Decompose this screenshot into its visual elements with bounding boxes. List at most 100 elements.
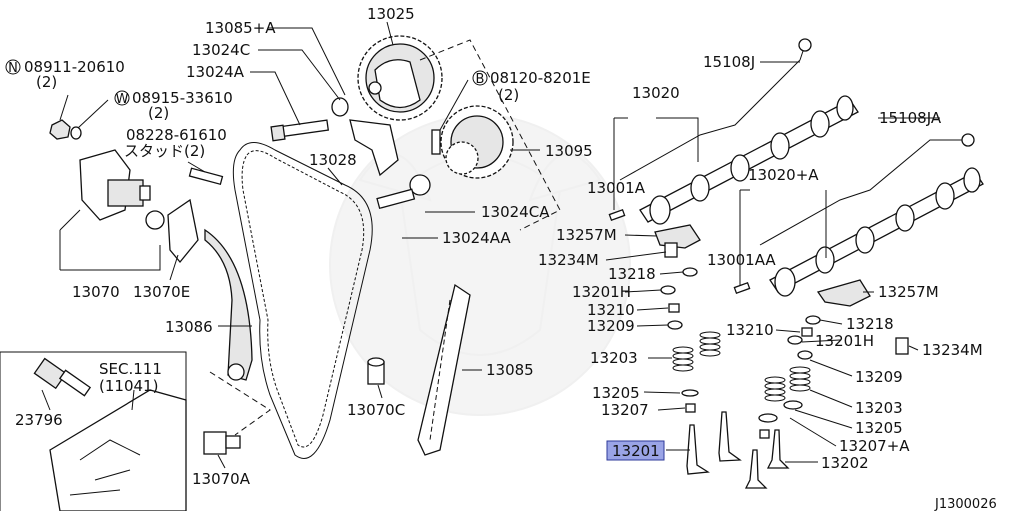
label-13024C[interactable]: 13024C bbox=[192, 41, 250, 59]
cam-sprocket-13095[interactable] bbox=[440, 105, 514, 179]
label-08915[interactable]: 08915-33610 bbox=[132, 89, 233, 107]
slack-guide-13086[interactable] bbox=[204, 228, 253, 381]
label-13218-b[interactable]: 13218 bbox=[846, 315, 894, 333]
retainer-13218-a[interactable] bbox=[682, 267, 698, 277]
label-13209-b[interactable]: 13209 bbox=[855, 368, 903, 386]
label-08911[interactable]: 08911-20610 bbox=[24, 58, 125, 76]
valve-13201-b[interactable] bbox=[718, 411, 742, 462]
seal-13207A[interactable] bbox=[759, 429, 770, 439]
label-23796[interactable]: 23796 bbox=[15, 411, 63, 429]
dowel-13001A[interactable] bbox=[608, 208, 626, 222]
stud-08228[interactable] bbox=[188, 167, 224, 186]
label-13205-a[interactable]: 13205 bbox=[592, 384, 640, 402]
seat-13210-a[interactable] bbox=[668, 303, 680, 313]
seat-13205-a[interactable] bbox=[681, 389, 699, 397]
label-13028[interactable]: 13028 bbox=[309, 151, 357, 169]
label-13203-a[interactable]: 13203 bbox=[590, 349, 638, 367]
label-15108JA[interactable]: 15108JA bbox=[879, 109, 942, 127]
label-13257M-a[interactable]: 13257M bbox=[556, 226, 617, 244]
label-15108J[interactable]: 15108J bbox=[703, 53, 755, 71]
cotter-13201H-b[interactable] bbox=[787, 335, 803, 345]
oil-tube-15108J[interactable] bbox=[619, 44, 806, 181]
lash-adjuster-13234M-b[interactable] bbox=[895, 337, 909, 355]
chain-guide-upper[interactable] bbox=[349, 119, 399, 177]
washer-13024CA[interactable] bbox=[409, 174, 431, 196]
valve-13202[interactable] bbox=[744, 449, 768, 489]
label-08120[interactable]: 08120-8201E bbox=[490, 69, 591, 87]
label-13001AA[interactable]: 13001AA bbox=[707, 251, 776, 269]
valve-13202-b[interactable] bbox=[766, 429, 790, 469]
label-13257M-b[interactable]: 13257M bbox=[878, 283, 939, 301]
label-13025[interactable]: 13025 bbox=[367, 5, 415, 23]
cam-sprocket-13025[interactable] bbox=[357, 35, 443, 121]
label-13024CA[interactable]: 13024CA bbox=[481, 203, 550, 221]
retainer-13209-a[interactable] bbox=[667, 320, 683, 330]
sprocket-group-outline bbox=[419, 39, 561, 231]
seat-13205-c[interactable] bbox=[783, 400, 803, 410]
washer-08915[interactable] bbox=[70, 126, 82, 140]
label-08228[interactable]: 08228-61610 bbox=[126, 126, 227, 144]
label-13207A[interactable]: 13207+A bbox=[839, 437, 910, 455]
label-13207[interactable]: 13207 bbox=[601, 401, 649, 419]
label-13024A[interactable]: 13024A bbox=[186, 63, 245, 81]
label-sec111[interactable]: SEC.111 bbox=[99, 360, 162, 378]
gasket-13070E[interactable] bbox=[167, 198, 199, 264]
rocker-13257M-b[interactable] bbox=[816, 279, 871, 307]
timing-chain-13028[interactable] bbox=[232, 142, 373, 459]
washer-13024C[interactable] bbox=[331, 97, 349, 117]
spring-13203-a2[interactable] bbox=[699, 331, 721, 357]
leader-lines bbox=[41, 21, 940, 469]
label-13085A[interactable]: 13085+A bbox=[205, 19, 276, 37]
chain-tensioner-13070[interactable] bbox=[79, 149, 151, 221]
camshaft-13020A[interactable] bbox=[769, 167, 984, 297]
o-ring[interactable] bbox=[145, 210, 165, 230]
dowel-13001AA[interactable] bbox=[733, 281, 751, 295]
label-13085[interactable]: 13085 bbox=[486, 361, 534, 379]
valve-train-a bbox=[660, 267, 742, 475]
rocker-13257M-a[interactable] bbox=[654, 224, 701, 249]
label-13201[interactable]: 13201 bbox=[612, 442, 660, 460]
pivot-13070A[interactable] bbox=[203, 431, 241, 455]
valve-13201[interactable] bbox=[686, 424, 710, 475]
label-13070C[interactable]: 13070C bbox=[347, 401, 405, 419]
label-13210-b[interactable]: 13210 bbox=[726, 321, 774, 339]
tension-guide-13085[interactable] bbox=[417, 283, 471, 456]
seal-13207[interactable] bbox=[685, 403, 696, 413]
label-13234M-a[interactable]: 13234M bbox=[538, 251, 599, 269]
label-13234M-b[interactable]: 13234M bbox=[922, 341, 983, 359]
label-13086[interactable]: 13086 bbox=[165, 318, 213, 336]
nut-08911[interactable] bbox=[49, 119, 71, 140]
bolt-13024A[interactable] bbox=[270, 119, 330, 142]
label-13209-a[interactable]: 13209 bbox=[587, 317, 635, 335]
cotter-13201H-a[interactable] bbox=[660, 285, 676, 295]
oil-tube-15108JA[interactable] bbox=[759, 139, 970, 246]
label-13218-a[interactable]: 13218 bbox=[608, 265, 656, 283]
label-13070E[interactable]: 13070E bbox=[133, 283, 190, 301]
label-13202[interactable]: 13202 bbox=[821, 454, 869, 472]
spring-13203-a[interactable] bbox=[672, 346, 694, 372]
pivot-13070C[interactable] bbox=[367, 357, 385, 385]
retainer-13218-b[interactable] bbox=[805, 315, 821, 325]
label-13210-a[interactable]: 13210 bbox=[587, 301, 635, 319]
label-13205-b[interactable]: 13205 bbox=[855, 419, 903, 437]
retainer-13209-b[interactable] bbox=[797, 350, 813, 360]
sensor-23796[interactable] bbox=[33, 357, 92, 397]
label-13024AA[interactable]: 13024AA bbox=[442, 229, 511, 247]
label-13203-b[interactable]: 13203 bbox=[855, 399, 903, 417]
lash-adjuster-13234M-a[interactable] bbox=[664, 242, 678, 258]
svg-text:B: B bbox=[476, 72, 485, 87]
label-13095[interactable]: 13095 bbox=[545, 142, 593, 160]
bolt-13024AA[interactable] bbox=[376, 188, 416, 210]
label-13201H-a[interactable]: 13201H bbox=[572, 283, 631, 301]
bolt-08120[interactable] bbox=[431, 129, 441, 155]
seat-13205-b[interactable] bbox=[758, 413, 778, 423]
label-13070[interactable]: 13070 bbox=[72, 283, 120, 301]
camshaft-13020[interactable] bbox=[639, 95, 859, 225]
label-13001A[interactable]: 13001A bbox=[587, 179, 646, 197]
label-13070A[interactable]: 13070A bbox=[192, 470, 251, 488]
label-13020A[interactable]: 13020+A bbox=[748, 166, 819, 184]
seat-13210-b[interactable] bbox=[801, 327, 813, 337]
spring-13203-b[interactable] bbox=[764, 366, 811, 402]
label-13201H-b[interactable]: 13201H bbox=[815, 332, 874, 350]
label-13020[interactable]: 13020 bbox=[632, 84, 680, 102]
